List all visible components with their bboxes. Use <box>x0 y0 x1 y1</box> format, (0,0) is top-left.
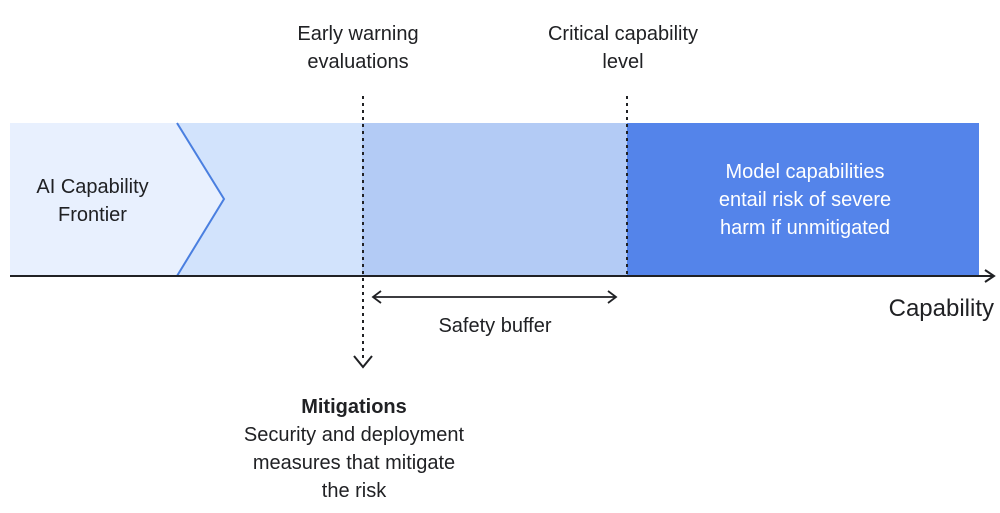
safety-buffer-arrow-right <box>607 290 618 304</box>
mitigations-title: Mitigations <box>301 396 407 418</box>
safety-buffer-label-text: Safety buffer <box>438 315 552 337</box>
mitigations-body-line: measures that mitigate <box>252 452 456 474</box>
early-warning-label-line: Early warning <box>297 23 419 45</box>
mitigations-body-line: the risk <box>321 480 387 502</box>
early-warning-label-line: evaluations <box>307 51 409 73</box>
axis-label-text: Capability <box>888 295 994 322</box>
risk-label-line: entail risk of severe <box>718 189 892 211</box>
safety-buffer-arrow-left <box>371 290 382 304</box>
axis-label: Capability <box>850 295 1000 323</box>
critical-level-label-line: level <box>602 51 644 73</box>
risk-label-line: harm if unmitigated <box>719 217 891 239</box>
safety-buffer-label: Safety buffer <box>395 312 595 340</box>
zone-safety-buffer <box>362 123 627 276</box>
risk-label: Model capabilities entail risk of severe… <box>640 158 970 242</box>
frontier-region <box>10 123 224 276</box>
risk-label-line: Model capabilities <box>725 161 885 183</box>
mitigations-label: Mitigations Security and deployment meas… <box>204 393 504 505</box>
mitigations-arrowhead <box>353 355 373 369</box>
frontier-label-line: AI Capability <box>36 176 149 198</box>
zone-risk <box>627 123 979 276</box>
frontier-edge <box>176 122 226 277</box>
early-warning-label: Early warning evaluations <box>258 20 458 76</box>
mitigations-body-line: Security and deployment <box>243 424 465 446</box>
frontier-label-line: Frontier <box>58 204 127 226</box>
critical-level-label: Critical capability level <box>513 20 733 76</box>
frontier-label: AI Capability Frontier <box>10 173 175 229</box>
critical-level-label-line: Critical capability <box>547 23 699 45</box>
